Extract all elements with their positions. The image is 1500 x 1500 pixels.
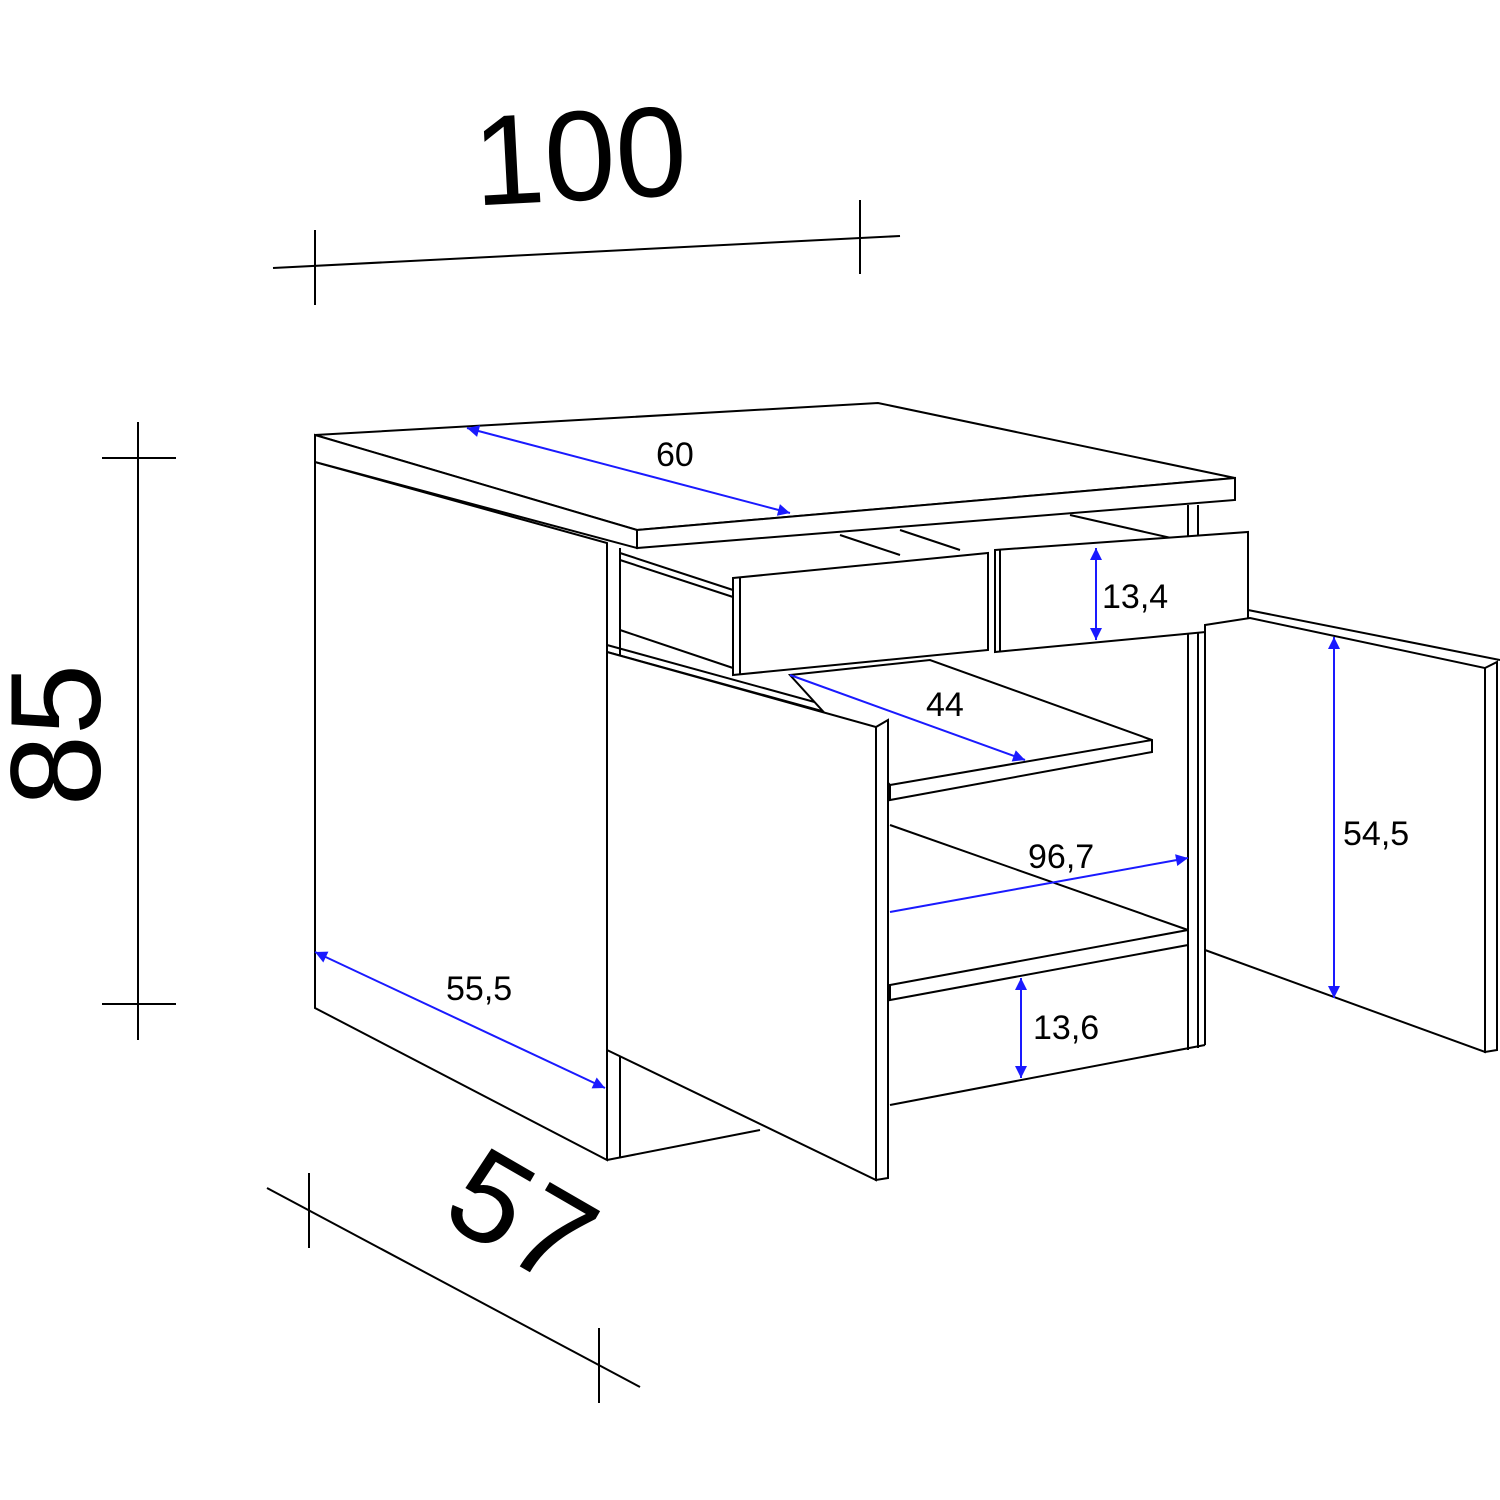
height-dimension-line [102, 422, 176, 1040]
width-label: 100 [469, 80, 690, 234]
inner-width-arrow [889, 854, 1189, 913]
bottom-drawer-height-label: 13,6 [1033, 1009, 1099, 1047]
shelf-depth-label: 44 [926, 686, 964, 724]
depth-dimension-line [266, 1173, 641, 1403]
height-label: 85 [0, 664, 128, 806]
worktop-depth-label: 60 [656, 436, 694, 474]
inner-dimension-arrows [314, 425, 1340, 1089]
side-depth-label: 55,5 [446, 970, 512, 1008]
side-depth-arrow [314, 951, 606, 1089]
worktop-depth-arrow [466, 425, 791, 516]
drawer-height-label: 13,4 [1102, 578, 1168, 616]
cabinet [314, 401, 1500, 1182]
shelf-depth-arrow [789, 674, 1026, 762]
width-dimension-line [272, 200, 901, 305]
door-height-label: 54,5 [1343, 815, 1409, 853]
inner-width-label: 96,7 [1028, 838, 1094, 876]
